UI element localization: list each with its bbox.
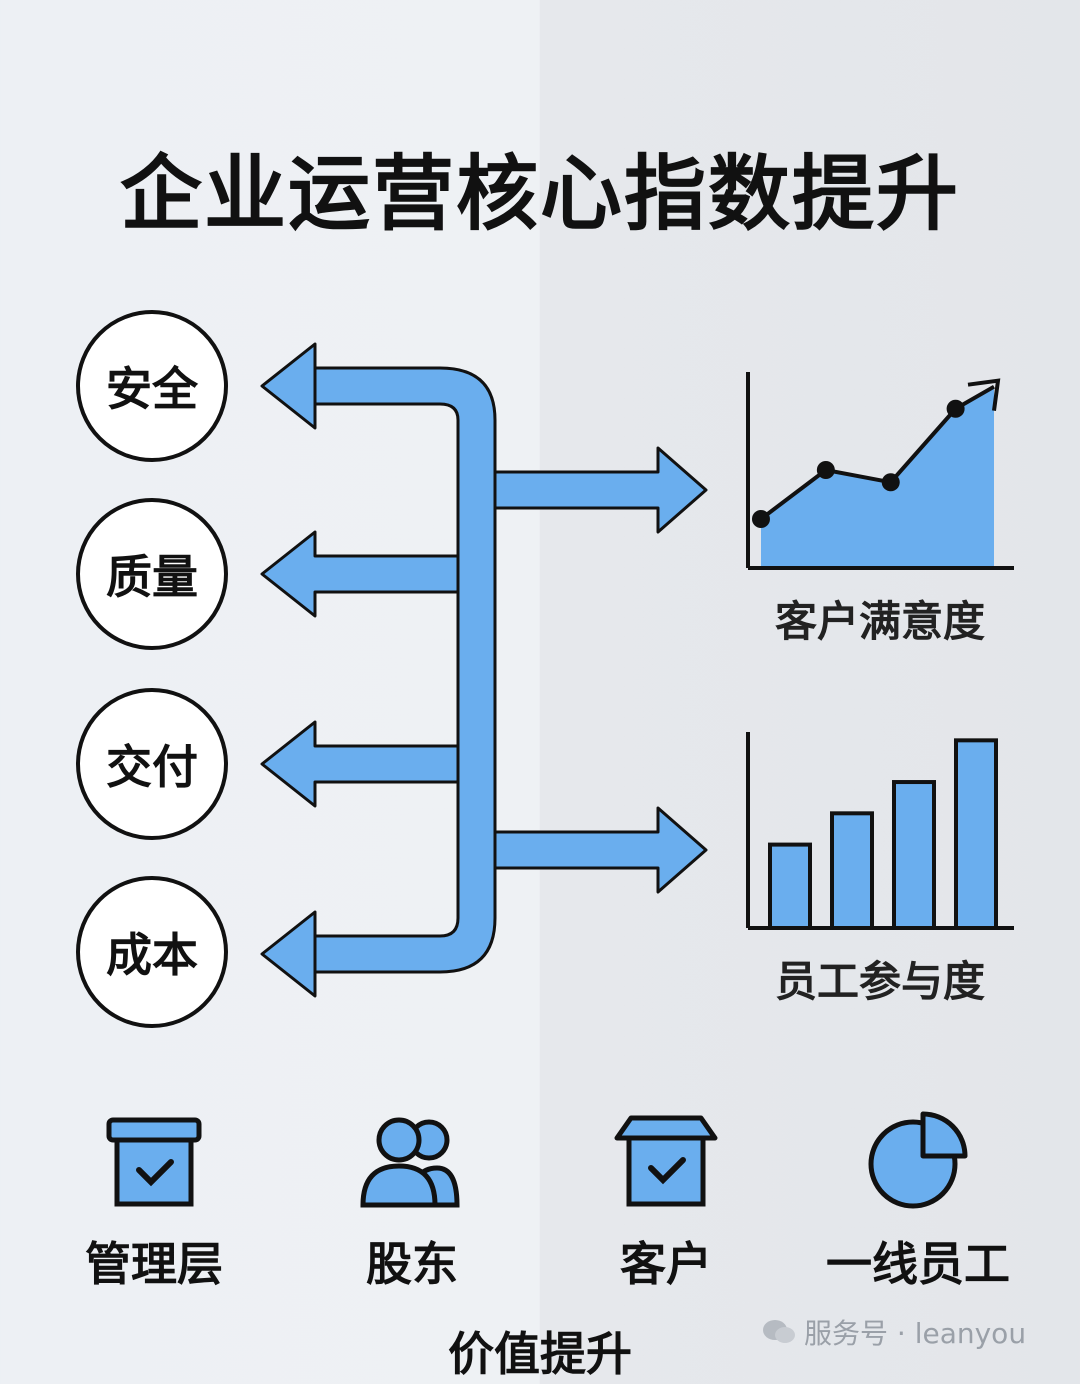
arrow-质量 [260,530,460,618]
stakeholder-label: 一线员工 [826,1237,1010,1291]
arrowhead-成本 [260,910,317,998]
engagement-chart [746,732,1014,931]
arrow-to-engagement [493,806,708,894]
engagement-label: 员工参与度 [774,957,985,1006]
trend-arrowhead [967,378,1001,411]
watermark: 服务号 · leanyou [762,1312,1026,1352]
stakeholder-label: 管理层 [85,1237,223,1291]
arrowhead-安全 [260,342,317,430]
checkbox-box-icon [106,1117,202,1207]
stakeholder-management: 管理层 [54,1110,254,1294]
stakeholder-frontline: 一线员工 [818,1110,1018,1294]
circle-quality: 质量 [76,498,228,650]
stakeholder-customers: 客户 [566,1110,766,1294]
checkbox-box-icon [614,1115,718,1207]
bar [768,842,812,931]
wechat-icon [763,1320,795,1343]
stakeholder-label: 股东 [366,1237,458,1291]
data-point [946,399,965,418]
data-point [751,510,770,528]
pie-chart-icon [868,1111,968,1209]
arrow-交付 [260,720,460,808]
trunk-arrow [313,366,497,974]
circle-cost: 成本 [76,876,228,1028]
page-title: 企业运营核心指数提升 [119,147,960,242]
stakeholder-shareholders: 股东 [312,1110,512,1294]
footer-caption: 价值提升 [448,1327,632,1381]
bar [954,738,998,931]
circle-delivery: 交付 [76,688,228,840]
satisfaction-label: 客户满意度 [774,597,985,646]
stakeholder-label: 客户 [620,1237,712,1291]
satisfaction-chart [746,372,1014,570]
arrow-to-satisfaction [493,446,708,534]
data-point [816,461,835,479]
circle-safety: 安全 [76,310,228,462]
bar [830,811,874,931]
users-icon [360,1117,460,1208]
bar [892,780,936,930]
data-point [881,473,900,492]
watermark-text: 服务号 · leanyou [804,1317,1027,1350]
